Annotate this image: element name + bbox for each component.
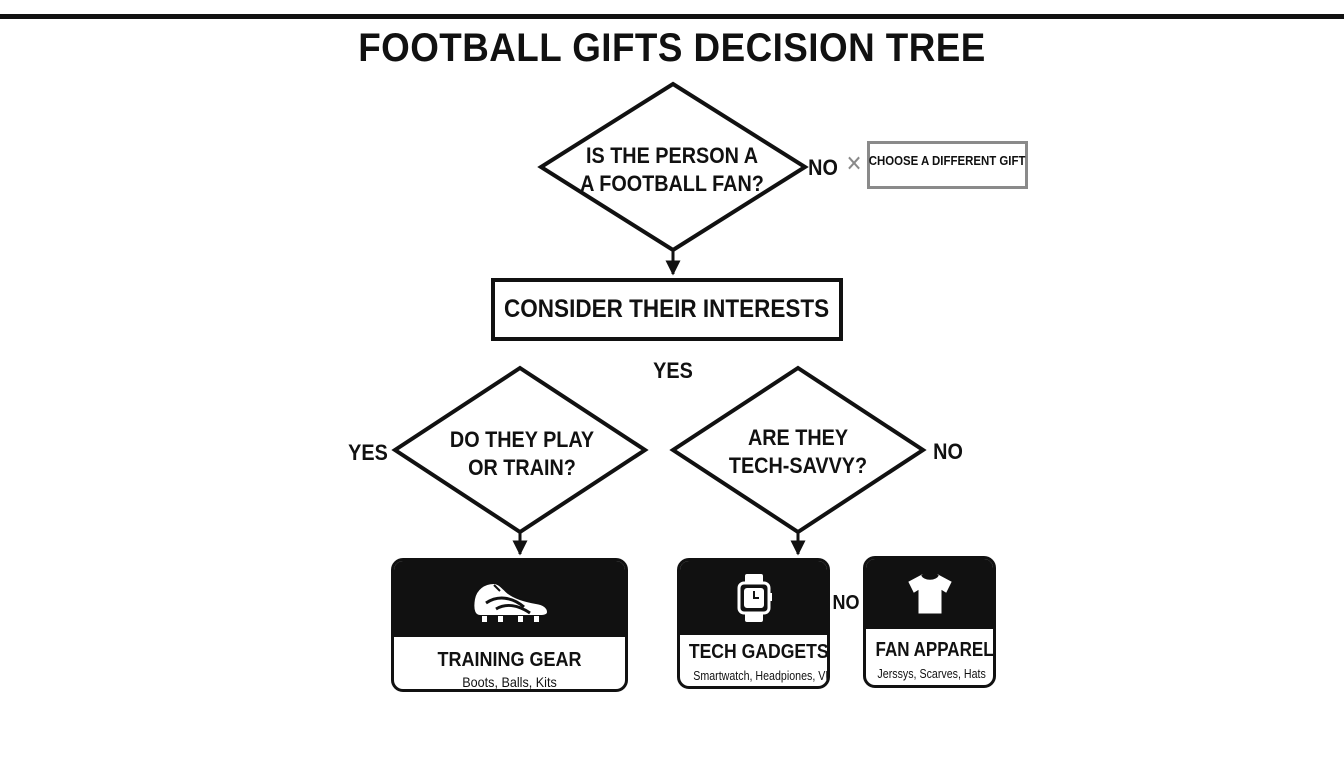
gift-card-icon-band [866, 559, 993, 629]
choose-different-gift-box: CHOOSE A DIFFERENT GIFT [867, 141, 1028, 189]
x-mark-icon: ✕ [845, 151, 863, 176]
edge-label-bottom-no: NO [832, 592, 860, 614]
question-football-fan: IS THE PERSON A A FOOTBALL FAN? [564, 142, 780, 197]
smartwatch-icon [736, 573, 772, 623]
gift-card-fan-apparel: FAN APPAREL Jerssys, Scarves, Hats [863, 556, 996, 688]
gift-card-tech-gadgets: TECH GADGETS Smartwatch, Headpiones, VR [677, 558, 830, 689]
question-tech-line1: ARE THEY [747, 425, 849, 450]
edge-label-fan-no: NO [808, 155, 838, 180]
question-play-line1: DO THEY PLAY [449, 427, 595, 452]
question-tech-savvy: ARE THEY TECH-SAVVY? [690, 424, 906, 479]
gift-name-fan: FAN APPAREL [875, 639, 994, 661]
top-rule [0, 14, 1344, 19]
tshirt-icon [907, 572, 953, 616]
consider-interests-box: CONSIDER THEIR INTERESTS [491, 278, 843, 341]
question-fan-line1: IS THE PERSON A [585, 143, 758, 168]
gift-card-icon-band [394, 561, 625, 637]
gift-items-training: Boots, Balls, Kits [462, 674, 557, 690]
consider-interests-label: CONSIDER THEIR INTERESTS [504, 295, 830, 323]
choose-different-gift-label: CHOOSE A DIFFERENT GIFT [869, 153, 1026, 168]
question-play-line2: OR TRAIN? [468, 454, 576, 480]
diagram-title: FOOTBALL GIFTS DECISION TREE [358, 26, 986, 70]
football-boot-icon [468, 575, 552, 623]
gift-card-training-gear: TRAINING GEAR Boots, Balls, Kits [391, 558, 628, 692]
gift-name-training: TRAINING GEAR [437, 649, 582, 671]
question-tech-line2: TECH-SAVVY? [728, 452, 868, 478]
edge-label-tech-no: NO [933, 439, 963, 464]
edge-label-play-yes: YES [348, 440, 388, 465]
edge-label-mid-yes: YES [653, 358, 693, 383]
gift-card-icon-band [680, 561, 827, 635]
gift-name-tech: TECH GADGETS [688, 641, 829, 663]
question-fan-line2: A FOOTBALL FAN? [580, 170, 764, 196]
gift-items-fan: Jerssys, Scarves, Hats [877, 666, 986, 681]
question-play-train: DO THEY PLAY OR TRAIN? [414, 426, 630, 481]
gift-items-tech: Smartwatch, Headpiones, VR [693, 668, 830, 683]
